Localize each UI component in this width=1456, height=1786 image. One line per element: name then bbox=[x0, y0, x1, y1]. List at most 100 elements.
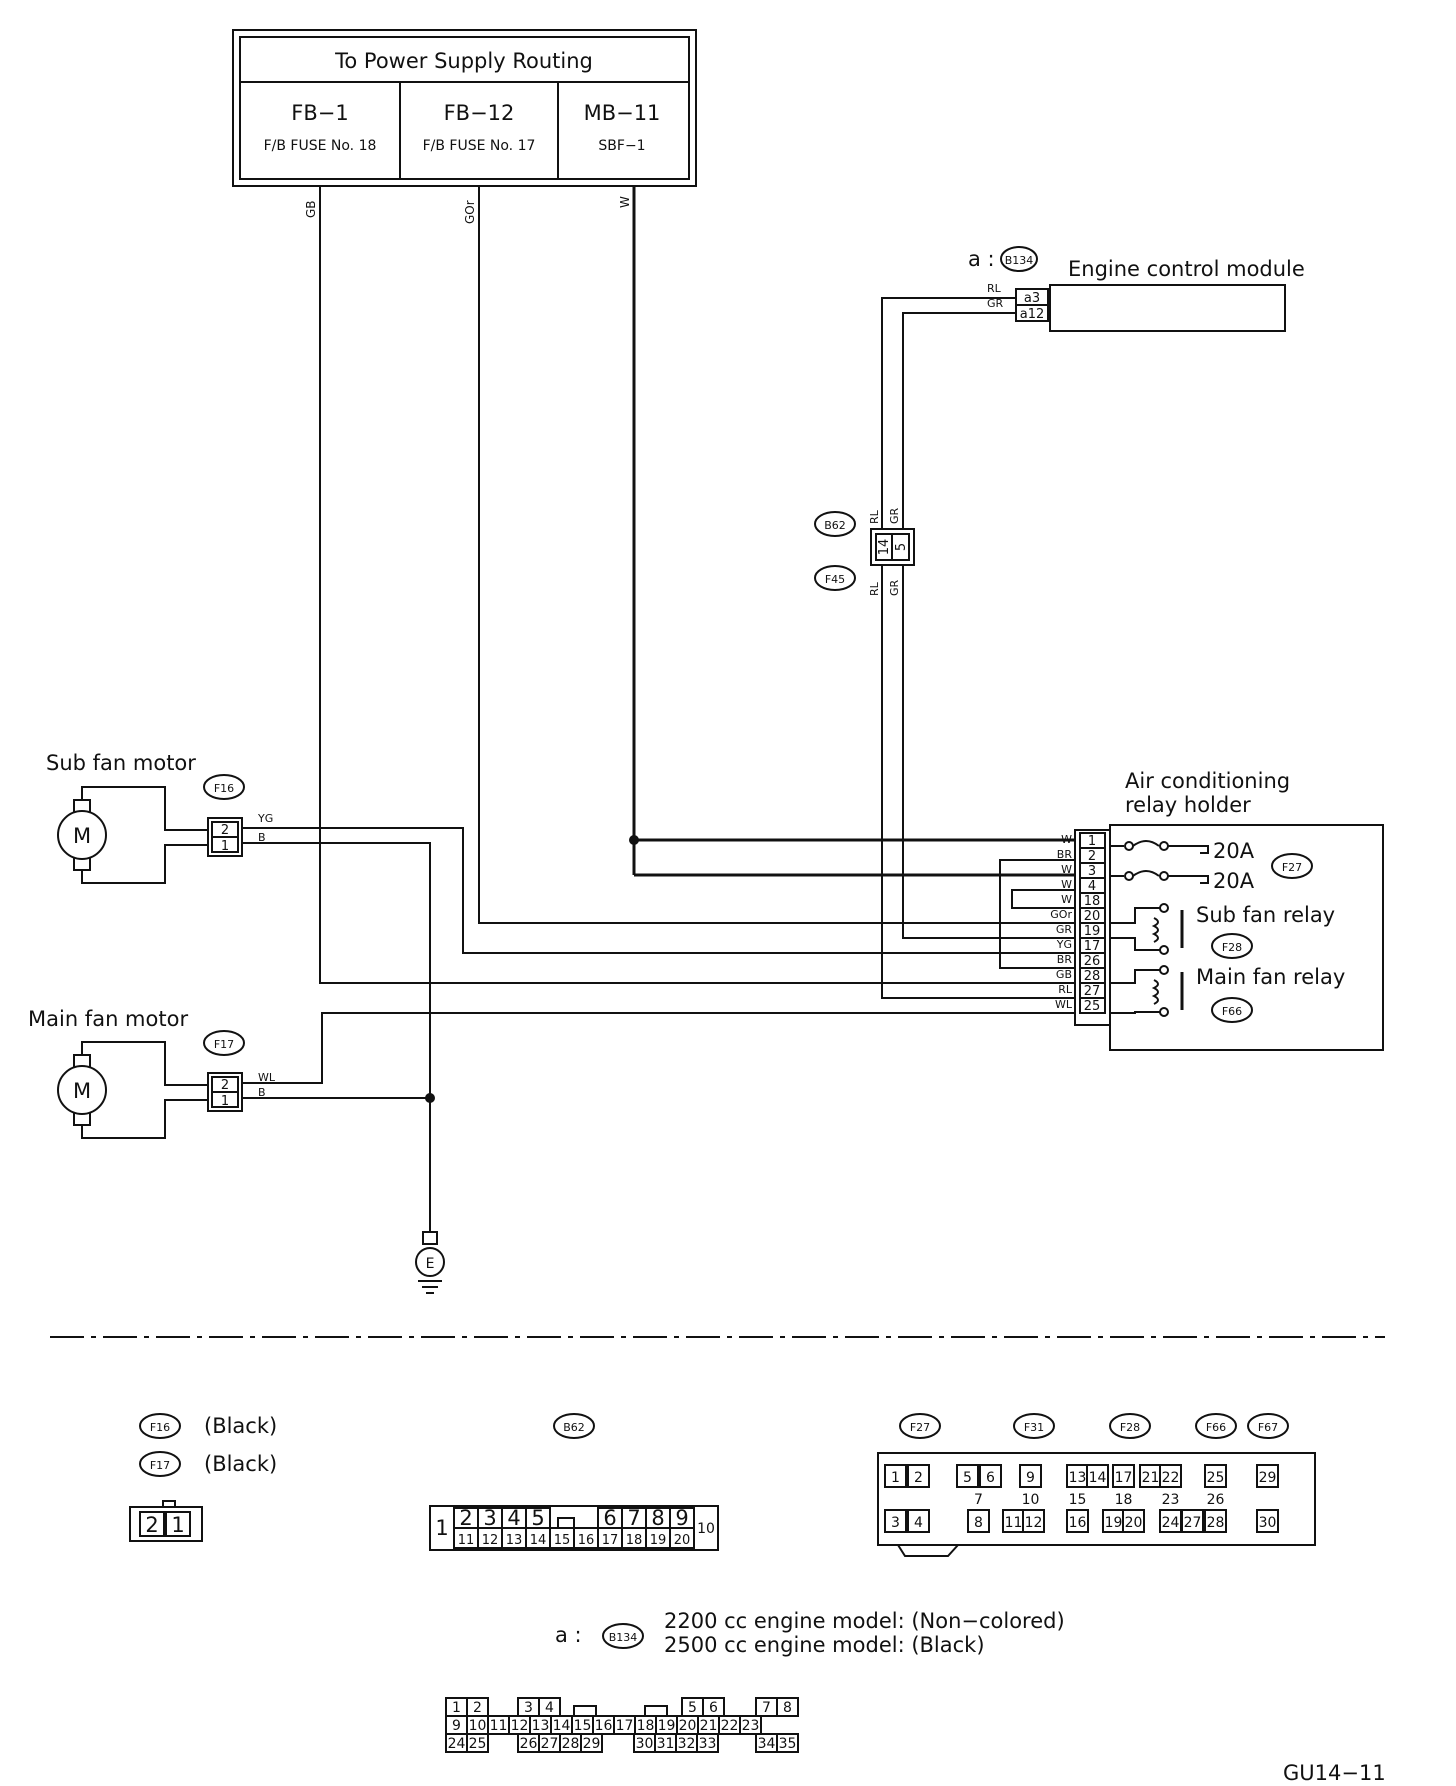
b134-pin-number: 26 bbox=[520, 1736, 538, 1752]
b134-pin-number: 22 bbox=[721, 1718, 739, 1734]
svg-text:2200 cc engine model: (Non−col: 2200 cc engine model: (Non−colored) bbox=[664, 1609, 1065, 1633]
wire-gr bbox=[902, 312, 1075, 939]
relay-holder: Air conditioning relay holder 1W2BR3W4W1… bbox=[999, 769, 1384, 1051]
b62-pin-number: 9 bbox=[675, 1506, 688, 1530]
relay-pin-wire-color: WL bbox=[1055, 998, 1073, 1011]
svg-text:B: B bbox=[258, 1086, 266, 1099]
svg-text:GR: GR bbox=[888, 579, 901, 596]
relay-pin-wire-color: RL bbox=[1058, 983, 1073, 996]
b134-pin-number: 23 bbox=[742, 1718, 760, 1734]
b134-pin-number: 14 bbox=[553, 1718, 571, 1734]
svg-text:1: 1 bbox=[435, 1516, 448, 1540]
source-fb12-code: FB−12 bbox=[444, 101, 515, 125]
relay-block-pin bbox=[1066, 1509, 1089, 1533]
relay-pin-wire-color: W bbox=[1061, 863, 1072, 876]
relay-block-pin-number: 8 bbox=[974, 1515, 983, 1531]
b62-pin-number: 17 bbox=[602, 1533, 619, 1548]
relay-pin-wire-color: BR bbox=[1057, 953, 1073, 966]
b134-pin-number: 1 bbox=[452, 1700, 461, 1716]
b62-pin-number: 13 bbox=[506, 1533, 523, 1548]
b62-tag bbox=[814, 511, 856, 537]
relay-block-pin-number: 24 bbox=[1162, 1515, 1180, 1531]
svg-text:2: 2 bbox=[221, 1078, 229, 1093]
b134-pin-number: 20 bbox=[679, 1718, 697, 1734]
relay-pin-number: 28 bbox=[1084, 969, 1101, 984]
ground-symbol: E bbox=[415, 1231, 445, 1294]
relay-pin-number: 4 bbox=[1088, 879, 1096, 894]
relay-block-pin bbox=[1204, 1509, 1227, 1533]
fuse-20a-2: 20A bbox=[1110, 869, 1255, 893]
svg-text:1: 1 bbox=[221, 1094, 229, 1109]
wire-wl bbox=[242, 1012, 1075, 1084]
legend-b134: a : B134 2200 cc engine model: (Non−colo… bbox=[445, 1609, 1065, 1753]
relay-id-tag bbox=[1195, 1413, 1237, 1439]
wire-rl bbox=[881, 297, 1075, 999]
f27-tag bbox=[1271, 853, 1313, 879]
relay-block-pin bbox=[1112, 1464, 1135, 1488]
source-mb11-desc: SBF−1 bbox=[598, 138, 645, 154]
fuse-20a-1: 20A bbox=[1110, 839, 1255, 863]
legend-f16-f17: F16 (Black) F17 (Black) 2 1 bbox=[129, 1413, 277, 1542]
relay-block-pin-number: 22 bbox=[1162, 1470, 1180, 1486]
b62-pin-number: 16 bbox=[578, 1533, 595, 1548]
b134-pin bbox=[776, 1697, 799, 1717]
svg-text:YG: YG bbox=[257, 812, 273, 825]
svg-text:2: 2 bbox=[221, 823, 229, 838]
engine-control-module: a : B134 Engine control module a3 a12 RL… bbox=[968, 246, 1305, 332]
b134-pin bbox=[739, 1715, 762, 1735]
relay-block-pin bbox=[1019, 1464, 1042, 1488]
svg-text:Main fan relay: Main fan relay bbox=[1196, 965, 1345, 989]
svg-text:B134: B134 bbox=[1005, 254, 1034, 267]
relay-pin-number: 26 bbox=[1084, 954, 1101, 969]
svg-text:Air conditioning: Air conditioning bbox=[1125, 769, 1290, 793]
relay-pin-wire-color: GOr bbox=[1050, 908, 1072, 921]
b134-pin-number: 29 bbox=[583, 1736, 601, 1752]
svg-text:M: M bbox=[73, 824, 91, 848]
b134-key bbox=[573, 1705, 597, 1717]
b134-pin-number: 2 bbox=[473, 1700, 482, 1716]
relay-block-pin-number: 19 bbox=[1105, 1515, 1123, 1531]
svg-text:F27: F27 bbox=[1282, 861, 1302, 874]
relay-id-label: F31 bbox=[1024, 1421, 1044, 1434]
relay-id-label: F66 bbox=[1206, 1421, 1226, 1434]
relay-pin-number: 27 bbox=[1084, 984, 1101, 999]
svg-text:W: W bbox=[618, 196, 632, 208]
f66-tag bbox=[1211, 997, 1253, 1023]
b62-pin-number: 19 bbox=[650, 1533, 667, 1548]
ecm-title: Engine control module bbox=[1068, 257, 1305, 281]
relay-pin-number: 1 bbox=[1088, 834, 1096, 849]
relay-block-pin-number: 5 bbox=[963, 1470, 972, 1486]
svg-text:(Black): (Black) bbox=[204, 1414, 277, 1438]
figure-id: GU14−11 bbox=[1283, 1761, 1386, 1785]
relay-block-pin-number: 25 bbox=[1207, 1470, 1225, 1486]
svg-text:1: 1 bbox=[171, 1513, 184, 1537]
b134-pin-number: 35 bbox=[779, 1736, 797, 1752]
relay-block-pin-number: 6 bbox=[986, 1470, 995, 1486]
b134-pin-number: 5 bbox=[688, 1700, 697, 1716]
relay-pin-wire-color: GR bbox=[1056, 923, 1073, 936]
relay-pin-number: 19 bbox=[1084, 924, 1101, 939]
b134-pin-number: 24 bbox=[448, 1736, 466, 1752]
svg-text:B62: B62 bbox=[563, 1421, 585, 1434]
b134-pin-number: 18 bbox=[637, 1718, 655, 1734]
b134-pin-number: 33 bbox=[699, 1736, 717, 1752]
b134-pin-number: 4 bbox=[545, 1700, 554, 1716]
b134-pin-number: 13 bbox=[532, 1718, 550, 1734]
wire-gor: GOr bbox=[463, 186, 1075, 924]
relay-id-tag bbox=[1109, 1413, 1151, 1439]
wire-w: W bbox=[618, 186, 1075, 877]
relay-block-pin-number: 11 bbox=[1005, 1515, 1023, 1531]
svg-text:2: 2 bbox=[145, 1513, 158, 1537]
b62-pin-number: 15 bbox=[554, 1533, 571, 1548]
svg-text:B62: B62 bbox=[824, 519, 846, 532]
b62-pin-number: 2 bbox=[459, 1506, 472, 1530]
b134-pin-number: 12 bbox=[511, 1718, 529, 1734]
relay-block-pin-number: 7 bbox=[974, 1492, 983, 1508]
relay-block-pin-number: 10 bbox=[1022, 1492, 1040, 1508]
relay-id-label: F28 bbox=[1120, 1421, 1140, 1434]
source-fb1-code: FB−1 bbox=[291, 101, 348, 125]
relay-pin-number: 17 bbox=[1084, 939, 1101, 954]
svg-text:F16: F16 bbox=[150, 1421, 170, 1434]
b134-pin-number: 19 bbox=[658, 1718, 676, 1734]
relay-id-label: F67 bbox=[1258, 1421, 1278, 1434]
